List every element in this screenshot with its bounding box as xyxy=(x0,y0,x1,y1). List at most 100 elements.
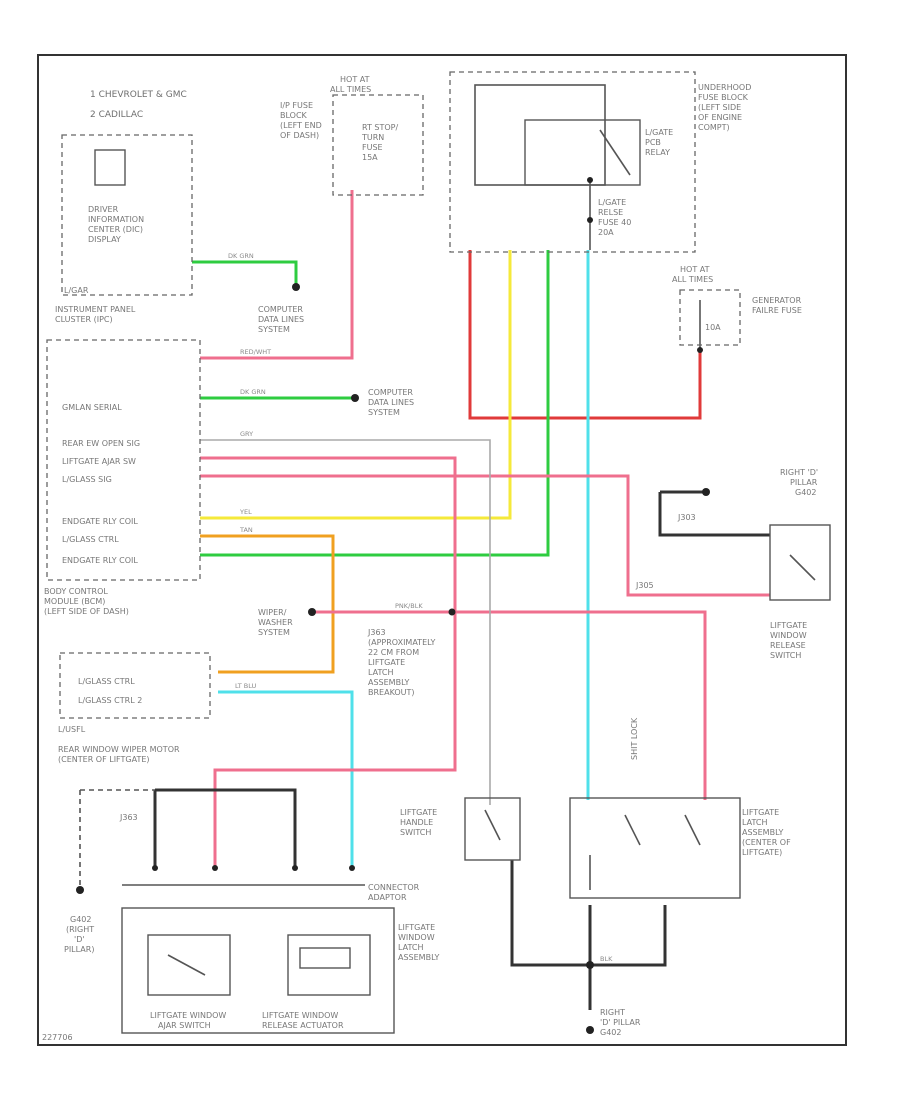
svg-text:I/P FUSE: I/P FUSE xyxy=(280,101,313,110)
svg-text:LIFTGATE: LIFTGATE xyxy=(400,808,437,817)
svg-text:SWITCH: SWITCH xyxy=(400,828,431,837)
svg-text:TURN: TURN xyxy=(361,133,384,142)
switch-symbols xyxy=(167,129,816,976)
handle-switch-label: LIFTGATE HANDLE SWITCH xyxy=(400,808,437,837)
right-pillar-top-label: RIGHT 'D' PILLAR G402 xyxy=(780,468,818,497)
svg-text:G402: G402 xyxy=(795,488,816,497)
wire-ajar-pink xyxy=(200,456,457,868)
svg-text:HANDLE: HANDLE xyxy=(400,818,433,827)
latch-box xyxy=(569,797,741,899)
svg-text:L/GLASS SIG: L/GLASS SIG xyxy=(62,475,112,484)
svg-text:RELSE: RELSE xyxy=(598,208,623,217)
wire-label-redwht: RED/WHT xyxy=(240,348,271,356)
svg-text:22 CM FROM: 22 CM FROM xyxy=(368,648,419,657)
svg-text:OF DASH): OF DASH) xyxy=(280,131,319,140)
svg-text:LIFTGATE: LIFTGATE xyxy=(368,658,405,667)
svg-text:LIFTGATE AJAR SW: LIFTGATE AJAR SW xyxy=(62,457,136,466)
svg-text:DATA LINES: DATA LINES xyxy=(258,315,304,324)
ajar-switch-label: LIFTGATE WINDOW AJAR SWITCH xyxy=(150,1011,226,1030)
wire-ltblu-cyan-2 xyxy=(218,690,354,868)
svg-text:COMPUTER: COMPUTER xyxy=(258,305,303,314)
svg-text:G402: G402 xyxy=(600,1028,621,1037)
wire-label-ltblu: LT BLU xyxy=(235,682,257,690)
svg-text:WIPER/: WIPER/ xyxy=(258,608,287,617)
wiper-motor-label: REAR WINDOW WIPER MOTOR (CENTER OF LIFTG… xyxy=(58,745,180,764)
wire-label-yel: YEL xyxy=(239,508,252,516)
wire-dic-green xyxy=(192,260,298,287)
svg-text:DRIVER: DRIVER xyxy=(88,205,119,214)
hot-right-1: HOT AT xyxy=(680,265,710,274)
wires-gray xyxy=(79,180,770,1010)
gen-fuse-box xyxy=(679,289,741,346)
diagram-frame xyxy=(37,54,847,1046)
wire-label-green1: DK GRN xyxy=(228,252,254,260)
svg-text:15A: 15A xyxy=(362,153,378,162)
svg-text:INFORMATION: INFORMATION xyxy=(88,215,144,224)
wiper-motor-pins: L/GLASS CTRL L/GLASS CTRL 2 xyxy=(78,677,142,705)
latch-label: LIFTGATE LATCH ASSEMBLY (CENTER OF LIFTG… xyxy=(742,808,791,857)
svg-text:ADAPTOR: ADAPTOR xyxy=(368,893,407,902)
hot-top-1: HOT AT xyxy=(340,75,370,84)
bcm-box xyxy=(46,339,201,581)
svg-text:COMPT): COMPT) xyxy=(698,123,730,132)
window-latch-box xyxy=(121,907,395,1034)
svg-text:L/GLASS CTRL: L/GLASS CTRL xyxy=(78,677,135,686)
svg-text:COMPUTER: COMPUTER xyxy=(368,388,413,397)
relay-fuse-label: L/GATE RELSE FUSE 40 20A xyxy=(598,198,631,237)
splice-j303: J303 xyxy=(677,513,696,522)
svg-text:REAR WINDOW WIPER MOTOR: REAR WINDOW WIPER MOTOR xyxy=(58,745,180,754)
svg-text:MODULE (BCM): MODULE (BCM) xyxy=(44,597,105,606)
svg-text:AJAR SWITCH: AJAR SWITCH xyxy=(158,1021,211,1030)
release-switch-label: LIFTGATE WINDOW RELEASE SWITCH xyxy=(770,621,807,660)
splice-dots xyxy=(76,177,710,1034)
svg-text:L/GATE: L/GATE xyxy=(645,128,673,137)
svg-text:GMLAN SERIAL: GMLAN SERIAL xyxy=(62,403,122,412)
svg-text:CONNECTOR: CONNECTOR xyxy=(368,883,420,892)
relay-label: L/GATE PCB RELAY xyxy=(645,128,673,157)
hot-top-2: ALL TIMES xyxy=(330,85,371,94)
svg-text:INSTRUMENT PANEL: INSTRUMENT PANEL xyxy=(55,305,136,314)
g402-bottom-label: RIGHT 'D' PILLAR G402 xyxy=(600,1008,641,1037)
wire-endgate-yellow xyxy=(200,250,512,520)
svg-text:ASSEMBLY: ASSEMBLY xyxy=(742,828,783,837)
svg-text:OF ENGINE: OF ENGINE xyxy=(698,113,742,122)
connector-label: CONNECTOR ADAPTOR xyxy=(368,883,420,902)
svg-text:WINDOW: WINDOW xyxy=(398,933,435,942)
wire-lglass-pink xyxy=(200,474,770,597)
data-lines-1-label: COMPUTER DATA LINES SYSTEM xyxy=(258,305,304,334)
breakout-label: J363 (APPROXIMATELY 22 CM FROM LIFTGATE … xyxy=(367,628,436,697)
svg-text:LIFTGATE): LIFTGATE) xyxy=(742,848,782,857)
dic-display-icon xyxy=(94,149,126,186)
svg-text:'D': 'D' xyxy=(74,935,85,944)
wiper-motor-box xyxy=(59,652,211,719)
svg-text:LIFTGATE: LIFTGATE xyxy=(770,621,807,630)
legend-line1: 1 CHEVROLET & GMC xyxy=(90,90,187,100)
svg-text:LIFTGATE: LIFTGATE xyxy=(398,923,435,932)
svg-text:FUSE: FUSE xyxy=(362,143,383,152)
relay-box xyxy=(524,119,641,186)
svg-text:G402: G402 xyxy=(70,915,91,924)
svg-text:J363: J363 xyxy=(367,628,386,637)
wire-ground-switch xyxy=(658,492,770,537)
svg-text:REAR EW OPEN SIG: REAR EW OPEN SIG xyxy=(62,439,140,448)
legend-line2: 2 CADILLAC xyxy=(90,110,143,120)
svg-text:ENDGATE RLY COIL: ENDGATE RLY COIL xyxy=(62,556,138,565)
rt-fuse-label: RT STOP/ TURN FUSE 15A xyxy=(361,123,398,162)
ipc-box xyxy=(61,134,193,296)
svg-text:FUSE 40: FUSE 40 xyxy=(598,218,631,227)
svg-text:PCB: PCB xyxy=(645,138,661,147)
svg-text:PILLAR): PILLAR) xyxy=(64,945,94,954)
bcm-pin-labels: GMLAN SERIAL REAR EW OPEN SIG LIFTGATE A… xyxy=(62,403,140,565)
underhood-box xyxy=(449,71,696,253)
bcm-label: BODY CONTROL MODULE (BCM) (LEFT SIDE OF … xyxy=(44,587,129,616)
wire-endgate-green xyxy=(200,250,550,557)
wire-label-pnkblk: PNK/BLK xyxy=(395,602,423,610)
svg-text:LIFTGATE WINDOW: LIFTGATE WINDOW xyxy=(262,1011,338,1020)
release-actuator-label: LIFTGATE WINDOW RELEASE ACTUATOR xyxy=(262,1011,344,1030)
wire-label-green2: DK GRN xyxy=(240,388,266,396)
svg-text:SWITCH: SWITCH xyxy=(770,651,801,660)
wire-label-tan: TAN xyxy=(239,526,253,534)
footer-code: 227706 xyxy=(42,1033,73,1042)
svg-text:SYSTEM: SYSTEM xyxy=(258,628,290,637)
